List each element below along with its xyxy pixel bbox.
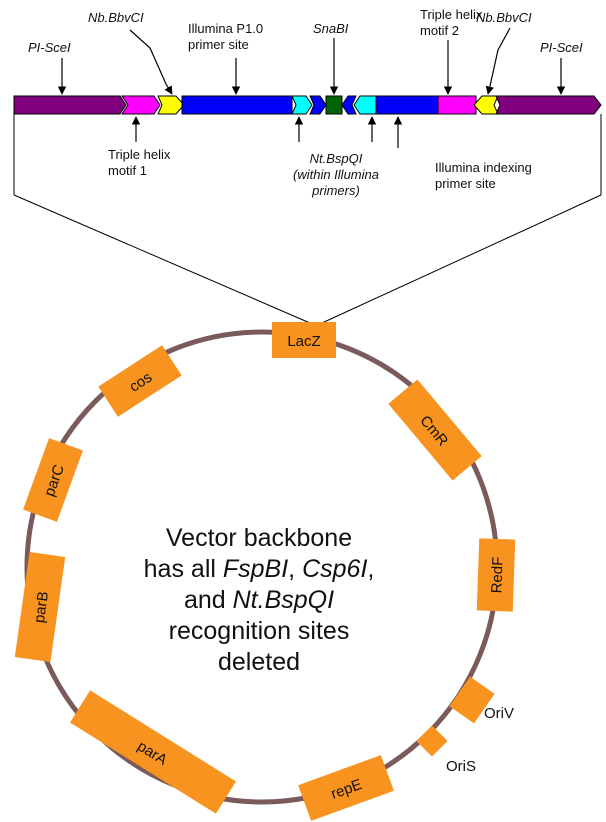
- illumina-p1-label-line1: Illumina P1.0: [188, 21, 263, 36]
- blue-arrow-right-segment: [341, 95, 357, 115]
- pi-scei-right-label: PI-SceI: [540, 40, 583, 55]
- oriv-label: OriV: [484, 705, 514, 722]
- feature-cos: cos: [98, 345, 182, 417]
- redf-label: RedF: [488, 556, 506, 593]
- nt-bspqi-label-line1: Nt.BspQI: [310, 151, 363, 166]
- annotation-arrows: [57, 27, 566, 148]
- illumina-p1-primer-segment: [181, 95, 293, 115]
- snabi-label: SnaBI: [313, 21, 349, 36]
- feature-oriv: [449, 676, 495, 724]
- triple-helix-2-label-line1: Triple helix: [420, 7, 483, 22]
- feature-repe: repE: [298, 755, 394, 821]
- illumina-indexing-label-line1: Illumina indexing: [435, 160, 532, 175]
- nb-bbvci-left-label: Nb.BbvCI: [88, 10, 144, 25]
- center-line-5: deleted: [218, 648, 300, 676]
- center-line-1: Vector backbone: [166, 524, 352, 552]
- plasmid-map: LacZ CmR RedF repE parA parB: [14, 322, 516, 821]
- center-line-2: has all FspBI, Csp6I,: [144, 555, 375, 583]
- pi-scei-right-segment: [495, 95, 602, 115]
- nt-bspqi-label-line3: primers): [311, 183, 360, 198]
- triple-helix-motif-1-segment: [121, 95, 161, 115]
- nb-bbvci-right-label: Nb.BbvCI: [476, 10, 532, 25]
- feature-oris: [416, 725, 448, 757]
- illumina-indexing-label-line2: primer site: [435, 176, 496, 191]
- snabi-segment: [325, 95, 343, 115]
- nb-bbvci-left-segment: [157, 95, 185, 115]
- blue-arrow-left-segment: [309, 95, 327, 115]
- feature-parc: parC: [23, 438, 83, 522]
- center-line-3: and Nt.BspQI: [184, 586, 334, 614]
- triple-helix-motif-2-segment: [437, 95, 477, 115]
- plasmid-center-text: Vector backbone has all FspBI, Csp6I, an…: [144, 524, 375, 676]
- triple-helix-1-label-line2: motif 1: [108, 163, 147, 178]
- lacz-label: LacZ: [287, 333, 320, 350]
- feature-cmr: CmR: [388, 379, 482, 481]
- triple-helix-2-label-line2: motif 2: [420, 23, 459, 38]
- zoom-lines: [13, 114, 602, 324]
- feature-lacz: LacZ: [272, 322, 336, 358]
- triple-helix-1-label-line1: Triple helix: [108, 147, 171, 162]
- center-line-4: recognition sites: [169, 617, 350, 645]
- nt-bspqi-label-line2: (within Illumina: [293, 167, 379, 182]
- feature-para: parA: [69, 690, 237, 814]
- nt-bspqi-left-segment: [291, 95, 313, 115]
- oris-label: OriS: [446, 758, 476, 775]
- pi-scei-left-label: PI-SceI: [28, 40, 71, 55]
- pi-scei-left-segment: [13, 95, 127, 115]
- nt-bspqi-right-segment: [353, 95, 377, 115]
- parb-label: parB: [31, 590, 52, 624]
- illumina-indexing-primer-segment: [375, 95, 439, 115]
- illumina-p1-label-line2: primer site: [188, 37, 249, 52]
- feature-parb: parB: [14, 552, 66, 662]
- nb-bbvci-right-segment: [473, 95, 499, 115]
- linear-insert-map: [13, 95, 602, 115]
- feature-redf: RedF: [476, 538, 516, 612]
